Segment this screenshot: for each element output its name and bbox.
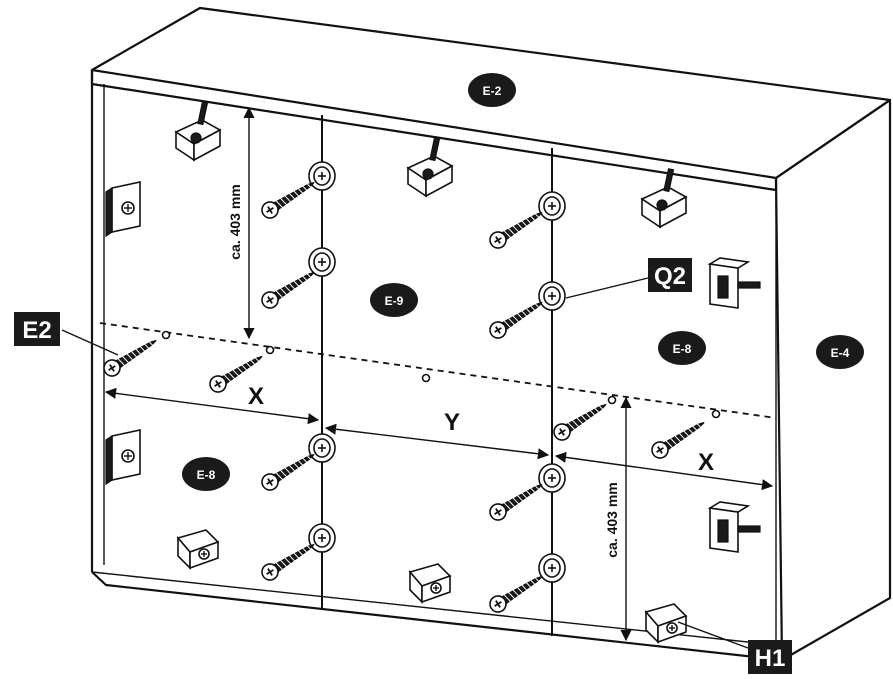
svg-text:E-8: E-8 (197, 468, 216, 482)
cam-connector-icon (308, 523, 336, 553)
corner-bracket-icon (105, 429, 141, 486)
screw-icon (261, 453, 315, 491)
dim-upper-height: ca. 403 mm (227, 184, 243, 260)
dim-y-middle: Y (444, 409, 460, 436)
svg-text:H1: H1 (755, 645, 786, 672)
svg-text:E-2: E-2 (483, 84, 502, 98)
panel-label-side: E-4 (816, 335, 864, 369)
screw-icon (553, 403, 607, 441)
leader-q2 (565, 277, 649, 299)
shelf-pin-icon (421, 373, 431, 383)
screw-icon (489, 483, 543, 521)
panel-label-top: E-2 (468, 73, 516, 107)
dim-line-x-right (554, 451, 774, 491)
screw-icon (489, 301, 543, 339)
corner-bracket-icon (640, 168, 688, 229)
dim-x-left: X (248, 383, 264, 410)
dim-x-right: X (698, 449, 714, 476)
screw-icon (261, 543, 315, 581)
screw-icon (209, 355, 263, 393)
shelf-pin-icon (607, 395, 617, 405)
cam-connector-icon (538, 191, 566, 221)
cam-connector-icon (538, 553, 566, 583)
shelf-pin-icon (161, 330, 171, 340)
cam-connector-icon (308, 247, 336, 277)
dimension-lines: ca. 403 mm ca. 403 mm X Y X (104, 106, 774, 642)
corner-bracket-icon (176, 529, 220, 570)
screw-icon (261, 271, 315, 309)
shelf-line (99, 322, 777, 419)
svg-text:E-4: E-4 (831, 346, 850, 360)
dim-line-y-middle (324, 423, 550, 460)
leader-h1 (677, 621, 749, 649)
svg-text:E-8: E-8 (673, 342, 692, 356)
wall-hook-icon (707, 257, 761, 309)
panel-labels: E-2 E-9 E-8 E-8 E-4 (182, 73, 864, 491)
screw-icon (489, 211, 543, 249)
callouts: Q2 E2 H1 (14, 258, 792, 674)
screw-icon (651, 421, 705, 459)
corner-bracket-icon (174, 101, 222, 162)
panel-label-right-section: E-8 (658, 331, 706, 365)
screw-icon (489, 575, 543, 613)
shelf-pin-icon (265, 345, 275, 355)
shelf-pin-icon (711, 409, 721, 419)
svg-text:E-9: E-9 (385, 294, 404, 308)
leader-e2 (61, 329, 119, 356)
cam-connector-icon (538, 281, 566, 311)
dim-line-x-left (104, 387, 320, 425)
cam-connector-icon (308, 433, 336, 463)
panel-label-center: E-9 (370, 283, 418, 317)
svg-text:E2: E2 (22, 317, 51, 344)
panel-label-left-lower: E-8 (182, 457, 230, 491)
leader-lines (61, 277, 749, 649)
corner-bracket-icon (105, 181, 141, 238)
corner-bracket-icon (406, 137, 454, 198)
callout-q2: Q2 (648, 258, 692, 292)
corner-bracket-icon (408, 563, 452, 604)
side-board (774, 98, 892, 662)
dim-lower-height: ca. 403 mm (604, 482, 620, 558)
wall-hook-icon (707, 501, 761, 553)
screw-icon (103, 339, 157, 377)
cam-connector-icon (308, 161, 336, 191)
hardware-layer (103, 101, 761, 644)
svg-text:Q2: Q2 (654, 263, 686, 290)
screw-icon (261, 181, 315, 219)
callout-e2: E2 (14, 312, 60, 346)
callout-h1: H1 (748, 640, 792, 674)
cam-connector-icon (538, 463, 566, 493)
